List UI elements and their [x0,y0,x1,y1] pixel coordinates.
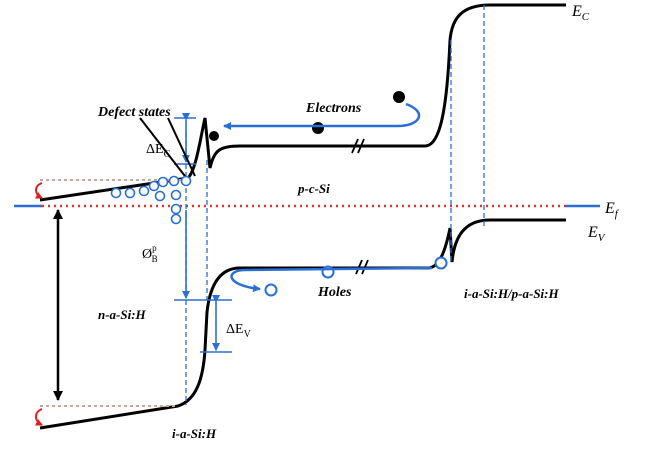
axis-break-mark-lower [355,259,369,275]
ev-label: EV [587,224,606,244]
electron-dot-2 [312,122,324,134]
n-a-si-label: n-a-Si:H [98,307,147,322]
electron-flow-arrow [223,102,421,130]
electron-dot-3 [393,91,405,103]
band-bending-curl-arrow-bottom [35,408,43,426]
i-p-a-si-label: i-a-Si:H/p-a-Si:H [464,286,559,301]
defect-states-pointer-1 [139,117,189,181]
delta-ev-bracket [196,295,232,353]
defect-states-label: Defect states [97,105,171,120]
delta-ec-label: ΔEC [146,142,171,160]
holes-label: Holes [317,285,352,300]
delta-ec-bracket [174,113,196,165]
ec-label: EC [571,3,590,23]
electron-dot-1 [209,131,219,141]
ef-label: Ef [604,200,620,220]
phi-b-bracket [174,210,196,301]
delta-ev-label: ΔEV [226,322,252,340]
conduction-band-curve [39,3,566,202]
i-a-si-label: i-a-Si:H [172,426,217,441]
valence-band-curve [39,218,566,430]
hole-circle-3 [264,283,278,297]
hole-circle-2 [434,256,448,270]
p-c-si-label: p-c-Si [297,181,330,196]
electrons-label: Electrons [305,101,362,116]
band-bending-curl-arrow-top [35,182,43,199]
axis-break-mark-upper [351,138,365,154]
defect-states-pointer-2 [167,117,196,177]
defect-states-cluster [110,175,192,225]
hole-flow-arrow [230,266,433,293]
